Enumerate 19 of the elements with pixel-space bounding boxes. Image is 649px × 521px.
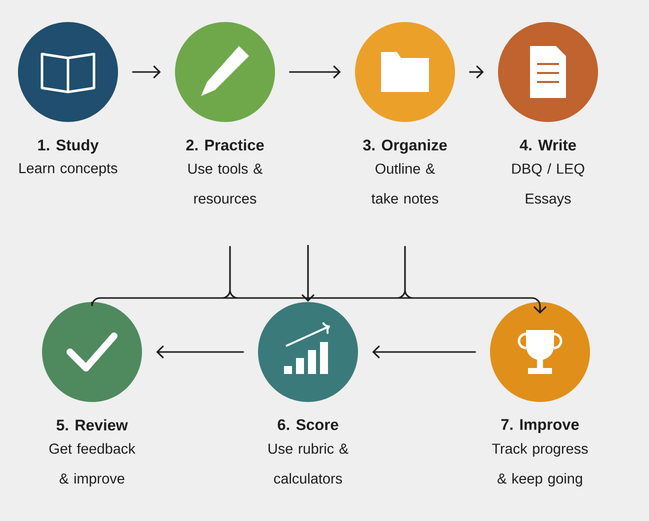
step-description: Track progress & keep going [492, 443, 588, 487]
arrow [469, 65, 484, 79]
step-description: Learn concepts [19, 163, 118, 176]
step-heading: 3. Organize [363, 139, 447, 154]
step-heading: 7. Improve [501, 419, 579, 434]
step-description: Get feedback & improve [49, 443, 136, 487]
arrow [289, 65, 341, 79]
step-heading: 6. Score [278, 419, 338, 430]
arrow [156, 345, 244, 359]
step-description: Outline & take notes [372, 163, 438, 204]
step-heading: 2. Practice [186, 139, 264, 151]
step-description: DBQ / LEQ Essays [512, 163, 584, 207]
step-description: Use rubric & calculators [268, 443, 348, 484]
step-heading: 4. Write [520, 139, 576, 151]
step-heading: 1. Study [38, 139, 99, 154]
arrow [372, 345, 476, 359]
step-heading: 5. Review [56, 419, 128, 431]
step-description: Use tools & resources [188, 163, 262, 204]
arrow [132, 65, 161, 79]
